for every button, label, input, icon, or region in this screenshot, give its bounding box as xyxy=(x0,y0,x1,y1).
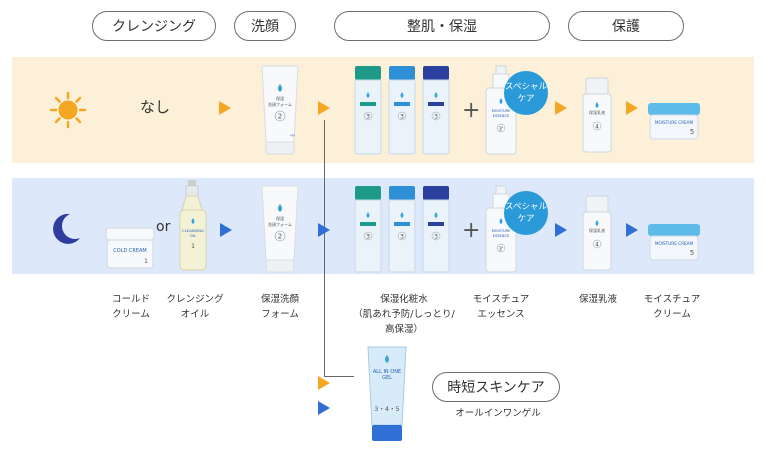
svg-text:3': 3' xyxy=(498,247,503,253)
milk-bottle-night: 保湿乳液 4 xyxy=(582,195,612,271)
svg-text:3: 3 xyxy=(400,114,404,121)
svg-text:保湿: 保湿 xyxy=(276,95,284,101)
allinone-gel-tube: ALL IN ONE GEL 3・4・5 xyxy=(367,346,407,441)
lotion-bottles-night: 3 3 3 xyxy=(354,186,450,273)
or-text: or xyxy=(156,219,171,235)
label-allinone: オールインワンゲル xyxy=(455,408,541,419)
svg-text:MOISTURE: MOISTURE xyxy=(492,229,512,233)
svg-text:5: 5 xyxy=(690,249,694,257)
label-foam: 保湿洗顔 フォーム xyxy=(260,294,299,320)
svg-text:MOISTURE CREAM: MOISTURE CREAM xyxy=(655,120,694,125)
svg-text:GEL: GEL xyxy=(382,375,392,381)
label-cleansing-oil: クレンジング オイル xyxy=(166,294,224,320)
header-cleansing: クレンジング xyxy=(92,11,216,41)
svg-text:5: 5 xyxy=(690,128,694,136)
branch-line-bottom xyxy=(324,376,354,377)
foam-tube-day: 保湿 洗顔フォーム 2 ogi xyxy=(261,65,299,155)
svg-text:3: 3 xyxy=(434,234,438,241)
svg-text:4: 4 xyxy=(595,242,599,249)
svg-text:ogi: ogi xyxy=(290,133,295,137)
cream-jar-day: MOISTURE CREAM 5 xyxy=(648,103,700,140)
label-milk: 保湿乳液 xyxy=(578,294,617,305)
svg-text:MOISTURE: MOISTURE xyxy=(492,109,512,113)
svg-text:3: 3 xyxy=(434,114,438,121)
allinone-arrow-day xyxy=(318,376,330,390)
moon-icon xyxy=(53,213,80,244)
cream-jar-night: MOISTURE CREAM 5 xyxy=(648,224,700,261)
night-special-care-badge: スペシャル ケア xyxy=(504,191,548,235)
svg-text:OIL: OIL xyxy=(190,233,197,238)
svg-text:ESSENCE: ESSENCE xyxy=(493,114,510,118)
svg-text:保湿乳液: 保湿乳液 xyxy=(589,227,605,233)
svg-text:1: 1 xyxy=(144,258,148,265)
day-arrow-3 xyxy=(555,101,567,115)
night-arrow-1 xyxy=(220,223,232,237)
label-essence: モイスチュア エッセンス xyxy=(472,294,530,320)
day-special-care-badge: スペシャル ケア xyxy=(504,71,548,115)
svg-text:ESSENCE: ESSENCE xyxy=(493,234,510,238)
svg-text:4: 4 xyxy=(595,124,599,131)
svg-text:洗顔フォーム: 洗顔フォーム xyxy=(268,221,292,227)
label-cream: モイスチュア クリーム xyxy=(643,294,701,320)
svg-text:保湿: 保湿 xyxy=(276,215,284,221)
lotion-bottles-day: 3 3 3 xyxy=(354,66,450,155)
svg-text:ALL IN ONE: ALL IN ONE xyxy=(373,369,401,375)
day-plus: + xyxy=(462,98,481,123)
label-lotion: 保湿化粧水 （肌あれ予防/しっとり/ 高保湿） xyxy=(353,294,455,335)
svg-text:洗顔フォーム: 洗顔フォーム xyxy=(268,101,292,107)
night-arrow-4 xyxy=(626,223,638,237)
svg-text:CLEANSING: CLEANSING xyxy=(182,228,204,233)
sun-icon xyxy=(49,91,87,129)
day-arrow-4 xyxy=(626,101,638,115)
svg-text:COLD CREAM: COLD CREAM xyxy=(113,248,147,254)
time-saving-pill: 時短スキンケア xyxy=(432,372,560,402)
day-cleansing-none: なし xyxy=(140,98,171,116)
header-toning: 整肌・保湿 xyxy=(334,11,550,41)
svg-text:3: 3 xyxy=(366,234,370,241)
header-wash: 洗顔 xyxy=(234,11,296,41)
svg-text:3・4・5: 3・4・5 xyxy=(374,405,399,413)
svg-text:2: 2 xyxy=(278,113,282,121)
label-cold-cream: コールド クリーム xyxy=(111,294,150,320)
allinone-arrow-night xyxy=(318,401,330,415)
svg-text:3: 3 xyxy=(400,234,404,241)
foam-tube-night: 保湿 洗顔フォーム 2 xyxy=(261,185,299,273)
cleansing-oil-bottle: CLEANSING OIL 1 xyxy=(179,180,207,271)
day-arrow-1 xyxy=(219,101,231,115)
cold-cream-jar: COLD CREAM 1 xyxy=(105,227,155,269)
header-protect: 保護 xyxy=(568,11,684,41)
svg-text:保湿乳液: 保湿乳液 xyxy=(589,109,605,115)
svg-text:3': 3' xyxy=(498,127,503,133)
svg-text:3: 3 xyxy=(366,114,370,121)
day-arrow-2 xyxy=(318,101,330,115)
milk-bottle-day: 保湿乳液 4 xyxy=(582,77,612,153)
night-plus: + xyxy=(462,218,481,243)
svg-text:1: 1 xyxy=(191,243,195,250)
svg-text:MOISTURE CREAM: MOISTURE CREAM xyxy=(655,241,694,246)
night-arrow-3 xyxy=(555,223,567,237)
branch-line xyxy=(324,120,325,376)
night-arrow-2 xyxy=(318,223,330,237)
svg-text:2: 2 xyxy=(278,233,282,241)
